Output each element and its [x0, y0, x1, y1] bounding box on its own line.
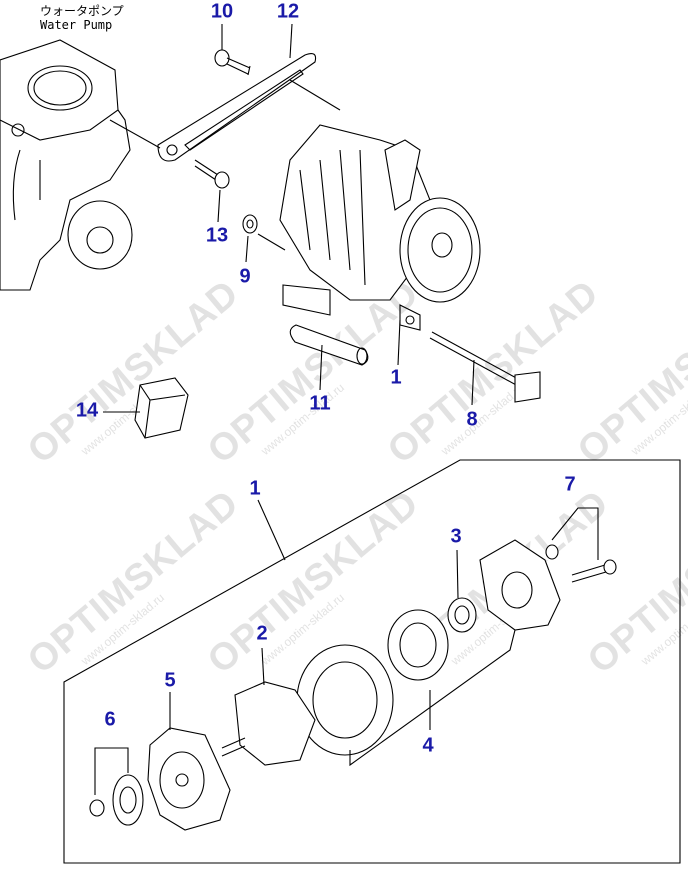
- callout-8[interactable]: 8: [466, 408, 478, 431]
- callout-4[interactable]: 4: [422, 734, 434, 757]
- pulley-6-drawing: [89, 747, 144, 826]
- relay-14-drawing: [103, 377, 189, 439]
- callout-3[interactable]: 3: [450, 525, 462, 548]
- callout-10[interactable]: 10: [210, 0, 234, 23]
- water-pump-drawing: [0, 39, 133, 291]
- bolt-8-drawing: [397, 319, 541, 406]
- water-pump-caption-japanese: ウォータポンプ: [40, 4, 124, 18]
- alternator-drawing: [279, 124, 481, 331]
- callout-6[interactable]: 6: [104, 708, 116, 731]
- bolt-10-drawing: [214, 24, 251, 76]
- callout-11[interactable]: 11: [309, 392, 331, 415]
- callout-7[interactable]: 7: [564, 473, 576, 496]
- callout-14[interactable]: 14: [75, 399, 99, 422]
- rear-housing-drawing: [479, 539, 561, 631]
- callout-1-top[interactable]: 1: [390, 366, 402, 389]
- callout-13[interactable]: 13: [205, 224, 229, 247]
- water-pump-caption: ウォータポンプ Water Pump: [40, 4, 124, 32]
- callout-1-assembly[interactable]: 1: [249, 477, 261, 500]
- callout-5[interactable]: 5: [164, 669, 176, 692]
- spacer-11-drawing: [282, 284, 369, 391]
- bearing-3-drawing: [447, 549, 477, 633]
- callout-9[interactable]: 9: [239, 265, 251, 288]
- rotor-2-drawing: [221, 647, 316, 766]
- water-pump-caption-english: Water Pump: [40, 18, 113, 32]
- washer-9-drawing: [242, 214, 286, 263]
- bolt-7-drawing: [545, 507, 617, 583]
- callout-12[interactable]: 12: [276, 0, 300, 23]
- stay-12-drawing: [109, 23, 341, 162]
- exploded-view-frame: [63, 459, 681, 864]
- bolt-13-drawing: [194, 159, 230, 223]
- callout-2[interactable]: 2: [256, 622, 268, 645]
- front-housing-5-drawing: [147, 692, 231, 831]
- rectifier-drawing: [387, 609, 449, 681]
